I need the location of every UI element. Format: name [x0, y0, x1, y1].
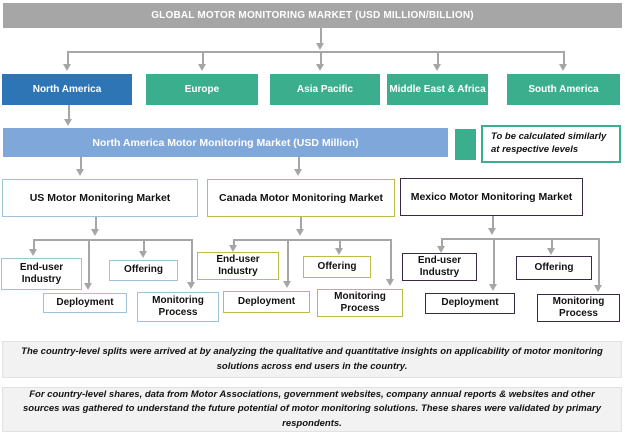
connector-line	[143, 239, 145, 251]
connector-line	[441, 238, 443, 246]
arrow-down-icon	[335, 248, 343, 255]
arrow-down-icon	[547, 248, 555, 255]
connector-line	[563, 51, 565, 64]
arrow-down-icon	[489, 284, 497, 291]
arrow-down-icon	[559, 64, 567, 71]
canada-segment-end-user-industry: End-user Industry	[197, 252, 279, 280]
canada-segment-monitoring-process: Monitoring Process	[317, 289, 403, 317]
us-segment-end-user-industry: End-user Industry	[1, 258, 82, 290]
arrow-down-icon	[316, 64, 324, 71]
mexico-segment-end-user-industry: End-user Industry	[402, 253, 477, 281]
connector-line	[493, 238, 495, 284]
connector-line	[68, 105, 70, 119]
region-north-america: North America	[2, 74, 132, 105]
connector-line	[95, 217, 97, 229]
connector-line	[33, 239, 191, 241]
connector-line	[320, 28, 322, 43]
connector-line	[492, 216, 494, 228]
connector-line	[441, 238, 598, 240]
region-south-america: South America	[507, 74, 620, 105]
arrow-down-icon	[488, 228, 496, 235]
region-middle-east-africa: Middle East & Africa	[387, 74, 488, 105]
region-asia-pacific: Asia Pacific	[270, 74, 380, 105]
arrow-down-icon	[296, 229, 304, 236]
us-segment-deployment: Deployment	[43, 293, 127, 313]
legend-swatch	[455, 129, 476, 160]
arrow-down-icon	[198, 64, 206, 71]
arrow-down-icon	[29, 249, 37, 256]
arrow-down-icon	[437, 246, 445, 253]
arrow-down-icon	[433, 64, 441, 71]
canada-market-box: Canada Motor Monitoring Market	[207, 179, 395, 217]
arrow-down-icon	[84, 283, 92, 290]
us-segment-offering: Offering	[109, 260, 178, 281]
connector-line	[300, 217, 302, 229]
global-market-header: GLOBAL MOTOR MONITORING MARKET (USD MILL…	[3, 3, 622, 28]
arrow-down-icon	[316, 43, 324, 50]
connector-line	[339, 239, 341, 248]
arrow-down-icon	[229, 245, 237, 252]
connector-line	[298, 157, 300, 169]
connector-line	[67, 51, 69, 64]
arrow-down-icon	[91, 229, 99, 236]
mexico-market-box: Mexico Motor Monitoring Market	[400, 178, 583, 216]
connector-line	[320, 51, 322, 64]
connector-line	[598, 238, 600, 285]
connector-line	[33, 239, 35, 249]
arrow-down-icon	[139, 251, 147, 258]
arrow-down-icon	[187, 282, 195, 289]
connector-line	[202, 51, 204, 64]
north-america-market-bar: North America Motor Monitoring Market (U…	[3, 128, 448, 157]
arrow-down-icon	[64, 119, 72, 126]
methodology-note-splits: The country-level splits were arrived at…	[2, 341, 622, 378]
legend-note: To be calculated similarly at respective…	[481, 125, 621, 163]
connector-line	[287, 239, 289, 281]
connector-line	[191, 239, 193, 282]
arrow-down-icon	[76, 169, 84, 176]
region-europe: Europe	[146, 74, 258, 105]
arrow-down-icon	[283, 281, 291, 288]
methodology-note-shares: For country-level shares, data from Moto…	[2, 387, 622, 432]
canada-segment-offering: Offering	[303, 256, 371, 278]
mexico-segment-offering: Offering	[516, 256, 592, 280]
arrow-down-icon	[386, 279, 394, 286]
us-segment-monitoring-process: Monitoring Process	[137, 292, 219, 322]
mexico-segment-monitoring-process: Monitoring Process	[537, 294, 620, 322]
connector-line	[233, 239, 235, 245]
canada-segment-deployment: Deployment	[223, 291, 310, 313]
connector-line	[551, 238, 553, 248]
arrow-down-icon	[294, 169, 302, 176]
arrow-down-icon	[63, 64, 71, 71]
connector-line	[88, 239, 90, 283]
connector-line	[437, 51, 439, 64]
arrow-down-icon	[594, 285, 602, 292]
connector-line	[67, 51, 564, 53]
mexico-segment-deployment: Deployment	[425, 293, 515, 314]
connector-line	[80, 157, 82, 169]
us-market-box: US Motor Monitoring Market	[2, 179, 198, 217]
connector-line	[233, 239, 390, 241]
connector-line	[390, 239, 392, 279]
